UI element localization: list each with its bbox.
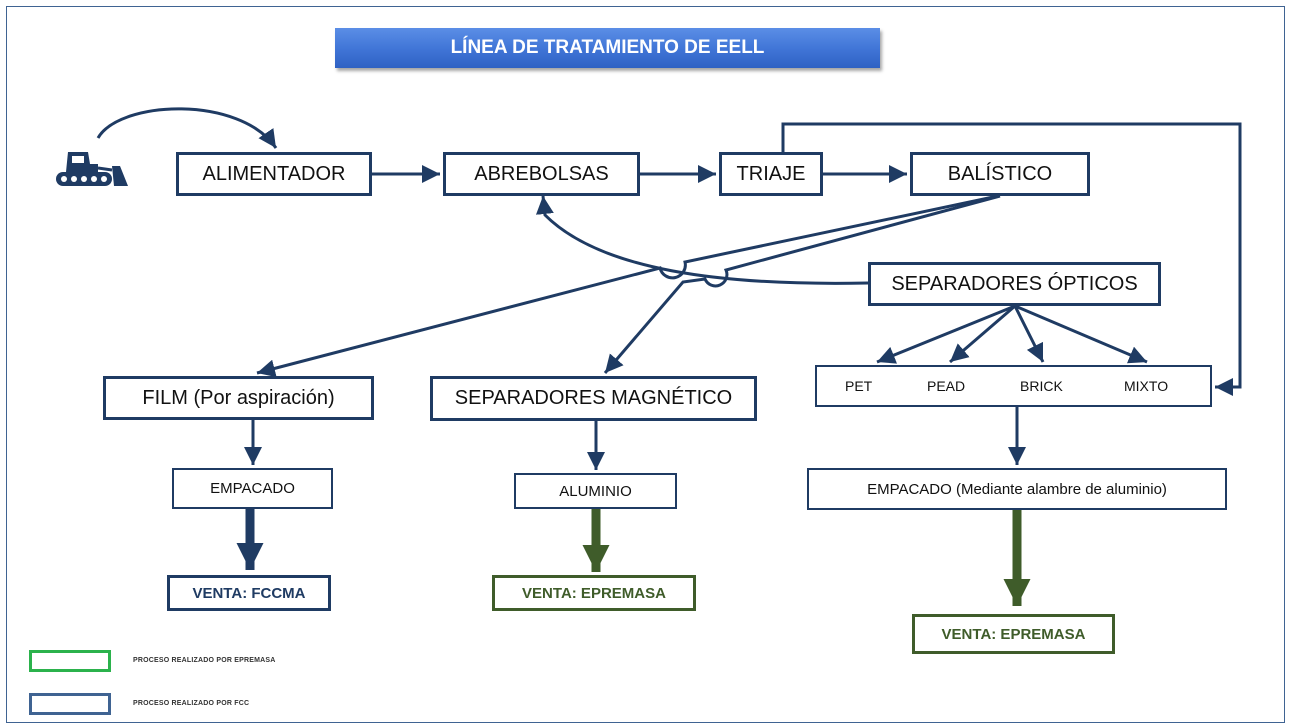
- legend-label-epremasa: PROCESO REALIZADO POR EPREMASA: [133, 657, 276, 664]
- node-alimentador: ALIMENTADOR: [176, 152, 372, 196]
- arrow-opticos-pead: [949, 304, 1016, 364]
- node-triaje: TRIAJE: [719, 152, 823, 196]
- arrow-bulldozer-alimentador: [96, 107, 278, 149]
- node-materials: PET PEAD BRICK MIXTO: [815, 365, 1212, 407]
- material-pet: PET: [845, 378, 873, 394]
- diagram-title: LÍNEA DE TRATAMIENTO DE EELL: [335, 28, 880, 68]
- node-aluminio: ALUMINIO: [514, 473, 677, 509]
- material-mixto: MIXTO: [1124, 378, 1169, 394]
- arrow-opticos-brick: [1013, 305, 1045, 363]
- arrow-opticos-mixto: [1014, 304, 1148, 364]
- arrow-balistico-magnetico: [603, 194, 1001, 374]
- arrow-balistico-film: [256, 194, 999, 378]
- node-empacado-alambre: EMPACADO (Mediante alambre de aluminio): [807, 468, 1227, 510]
- legend-swatch-fcc: [29, 693, 111, 715]
- legend-swatch-epremasa: [29, 650, 111, 672]
- node-empacado: EMPACADO: [172, 468, 333, 509]
- node-film: FILM (Por aspiración): [103, 376, 374, 420]
- node-venta-epremasa-2: VENTA: EPREMASA: [912, 614, 1115, 654]
- diagram-frame: [6, 6, 1285, 723]
- legend-label-fcc: PROCESO REALIZADO POR FCC: [133, 700, 250, 707]
- node-abrebolsas: ABREBOLSAS: [443, 152, 640, 196]
- material-brick: BRICK: [1020, 378, 1063, 394]
- node-venta-fccma: VENTA: FCCMA: [167, 575, 331, 611]
- bulldozer-icon: [56, 152, 128, 186]
- node-balistico: BALÍSTICO: [910, 152, 1090, 196]
- node-separadores-magnetico: SEPARADORES MAGNÉTICO: [430, 376, 757, 421]
- node-separadores-opticos: SEPARADORES ÓPTICOS: [868, 262, 1161, 306]
- material-pead: PEAD: [927, 378, 966, 394]
- arrow-triaje-mixto: [781, 122, 1242, 396]
- arrow-opticos-abrebolsas: [535, 195, 869, 285]
- node-venta-epremasa-1: VENTA: EPREMASA: [492, 575, 696, 611]
- arrow-opticos-pet: [876, 304, 1016, 364]
